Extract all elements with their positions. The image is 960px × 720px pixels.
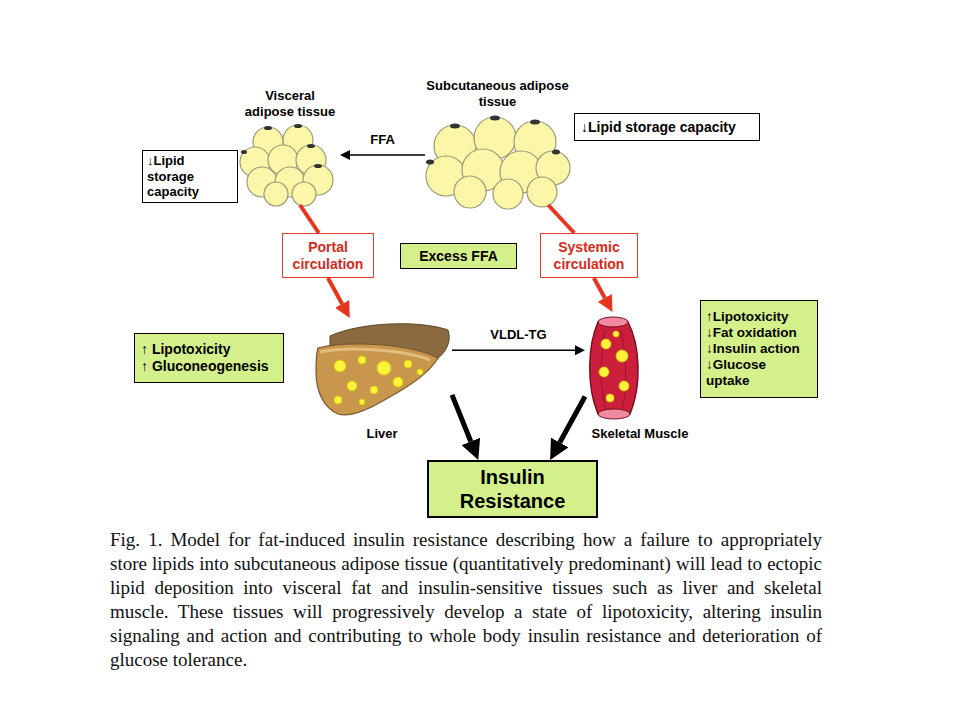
muscle-illustration	[616, 350, 628, 362]
muscle-illustration	[598, 317, 628, 327]
connector-arrow	[452, 395, 471, 442]
muscle-illustration	[590, 322, 638, 414]
box-text: ↓Lipid storage capacity	[147, 153, 233, 200]
connector-arrow	[300, 205, 319, 233]
box-text: ↑Lipotoxicity	[706, 309, 812, 325]
effect-box: ↑ Lipotoxicity↑ Gluconeogenesis	[134, 333, 284, 383]
muscle-illustration	[601, 339, 611, 349]
liver-illustration	[316, 324, 449, 415]
liver-illustration	[377, 361, 391, 375]
figure-label: Skeletal Muscle	[592, 426, 689, 442]
muscle-illustration	[619, 381, 629, 391]
figure-label: Visceral adipose tissue	[240, 88, 340, 119]
edge-label: VLDL-TG	[487, 327, 549, 342]
note-box: ↓Lipid storage capacity	[142, 150, 238, 203]
box-text: Systemic circulation	[545, 239, 633, 273]
adipose-depot: Subcutaneous adipose tissue	[425, 78, 570, 205]
liver-illustration	[347, 381, 357, 391]
visceral-fat-cells	[292, 182, 316, 206]
liver-illustration	[359, 399, 365, 405]
box-text: Excess FFA	[405, 248, 512, 265]
outcome-box: Insulin Resistance	[427, 460, 598, 518]
connector-arrow	[548, 205, 574, 233]
box-text: ↓Lipid storage capacity	[581, 119, 753, 136]
liver-illustration	[334, 360, 346, 372]
box-text: Insulin Resistance	[435, 465, 590, 513]
visceral-cell-nuclei	[294, 124, 302, 128]
box-text: ↑ Lipotoxicity	[141, 341, 277, 358]
figure-label: Subcutaneous adipose tissue	[425, 78, 570, 109]
figure-caption: Fig. 1. Model for fat-induced insulin re…	[110, 528, 822, 672]
subcutaneous-cell-nuclei	[530, 120, 540, 125]
circulation-box: Systemic circulation	[540, 233, 638, 278]
subcutaneous-cell-nuclei	[552, 150, 560, 155]
liver-illustration	[358, 356, 366, 364]
visceral-cell-nuclei	[241, 150, 247, 154]
visceral-fat-cells	[240, 125, 333, 206]
subcutaneous-cell-nuclei	[490, 116, 500, 121]
process-box: Excess FFA	[400, 243, 517, 269]
adipose-depot: Visceral adipose tissue	[240, 88, 340, 205]
connector-arrow	[594, 278, 605, 298]
box-text: ↓Glucose uptake	[706, 357, 812, 389]
subcutaneous-fat-cells	[527, 177, 557, 207]
note-box: ↓Lipid storage capacity	[574, 113, 760, 141]
edge-label: FFA	[367, 131, 398, 146]
box-text: Portal circulation	[287, 239, 369, 273]
liver-illustration	[370, 386, 378, 394]
effect-box: ↑Lipotoxicity↓Fat oxidation↓Insulin acti…	[700, 300, 818, 398]
circulation-box: Portal circulation	[282, 233, 374, 278]
box-text: ↓Fat oxidation	[706, 325, 812, 341]
muscle-illustration	[598, 409, 630, 419]
liver-illustration	[404, 360, 412, 368]
connector-arrow	[328, 278, 342, 304]
liver-illustration	[334, 356, 423, 405]
liver-illustration	[316, 344, 438, 415]
liver-illustration	[334, 396, 342, 404]
visceral-cell-nuclei	[314, 164, 322, 168]
box-text: ↓Insulin action	[706, 341, 812, 357]
subcutaneous-fat-cells	[493, 179, 523, 209]
box-text: ↑ Gluconeogenesis	[141, 358, 277, 375]
visceral-cell-nuclei	[307, 144, 315, 148]
subcutaneous-cell-nuclei	[426, 116, 560, 165]
liver-illustration	[393, 377, 403, 387]
subcutaneous-fat-cells	[454, 176, 486, 208]
connector-arrow	[350, 154, 425, 156]
muscle-illustration	[606, 394, 614, 402]
visceral-cell-nuclei	[264, 126, 272, 130]
muscle-illustration	[590, 317, 638, 419]
connector-arrow	[452, 349, 575, 351]
connector-arrow	[560, 397, 585, 443]
organ-figure: Liver	[312, 318, 452, 442]
visceral-cell-nuclei	[241, 124, 322, 168]
subcutaneous-cell-nuclei	[426, 160, 434, 165]
muscle-illustration	[599, 331, 629, 402]
figure-label: Liver	[366, 426, 397, 442]
organ-figure: Skeletal Muscle	[585, 312, 695, 442]
liver-illustration	[320, 349, 430, 360]
visceral-fat-cells	[264, 182, 288, 206]
muscle-illustration	[613, 331, 619, 337]
subcutaneous-cell-nuclei	[450, 124, 460, 129]
caption-text: Fig. 1. Model for fat-induced insulin re…	[110, 528, 822, 672]
liver-illustration	[417, 369, 423, 375]
muscle-illustration	[599, 367, 609, 377]
subcutaneous-fat-cells	[426, 117, 570, 209]
